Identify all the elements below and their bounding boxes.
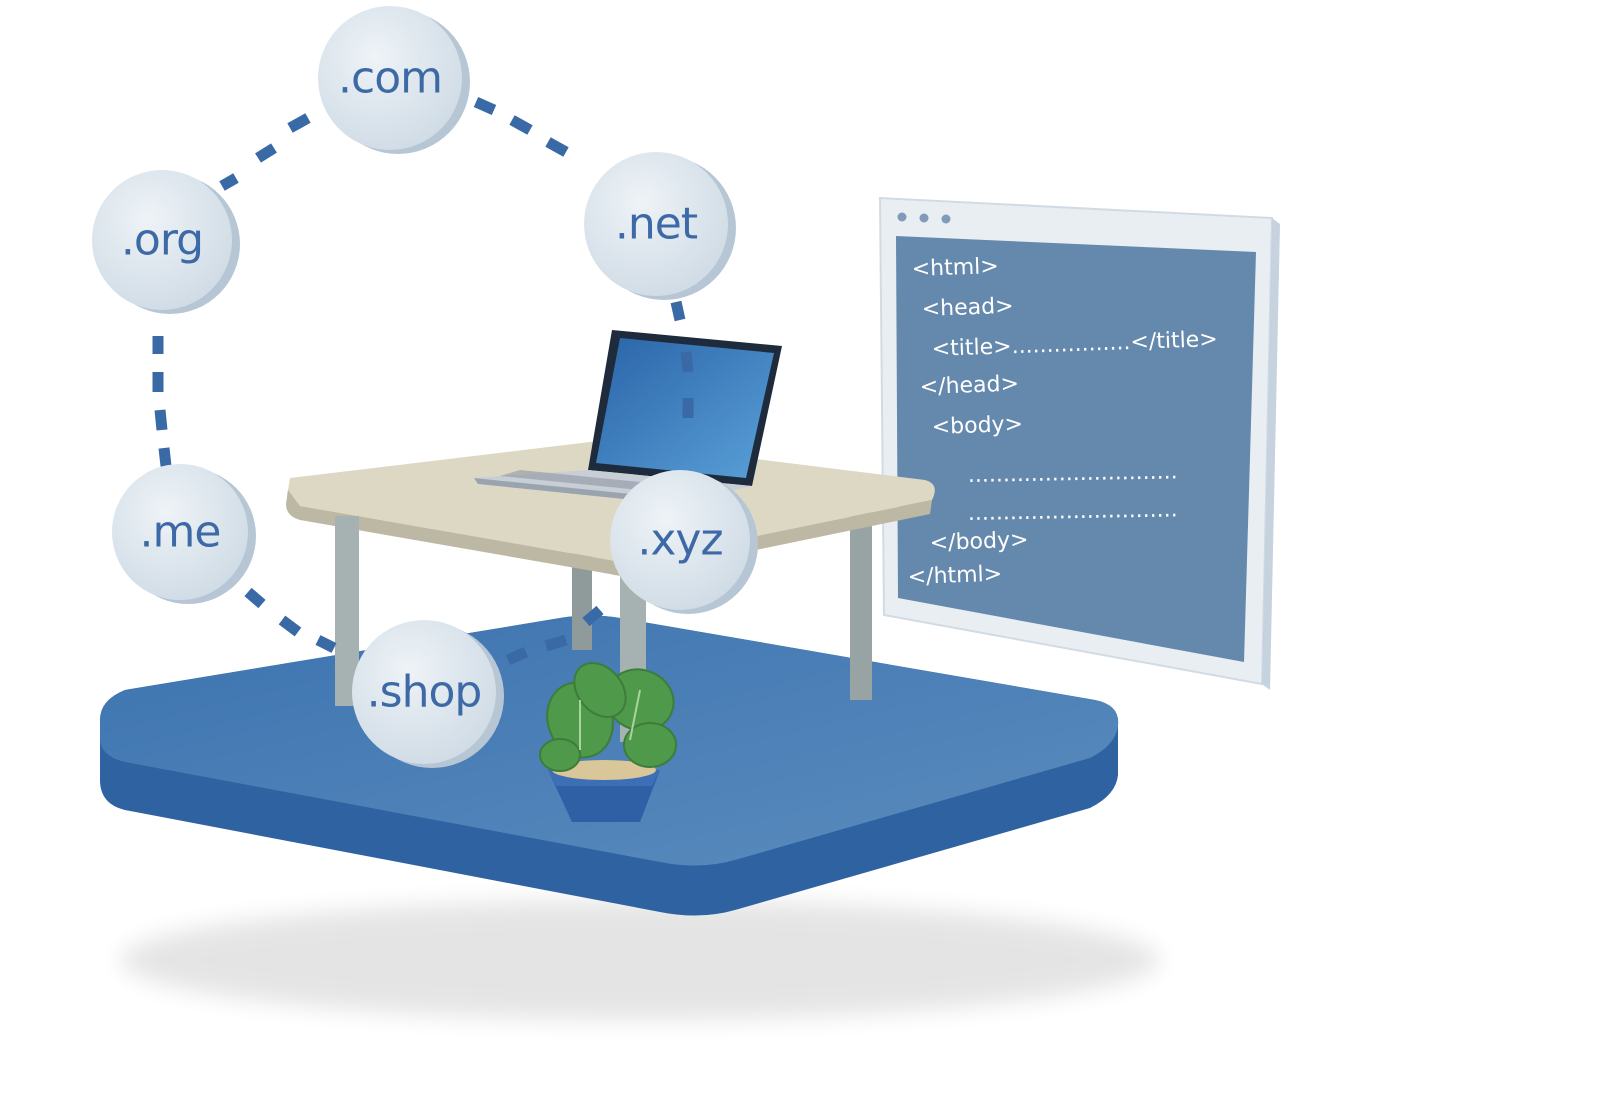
dash-segment xyxy=(244,587,266,609)
dash-segment xyxy=(670,300,686,322)
code-line: </head> xyxy=(919,372,1019,400)
code-line: </html> xyxy=(907,562,1002,590)
domain-label-com: .com xyxy=(338,53,442,104)
code-line: <body> xyxy=(931,412,1023,440)
dash-segment xyxy=(287,113,311,133)
dash-segment xyxy=(219,173,239,191)
domain-label-shop: .shop xyxy=(367,667,482,718)
laptop-icon xyxy=(474,330,782,506)
bubble-face xyxy=(112,464,248,600)
dash-segment xyxy=(505,646,529,666)
dash-segment xyxy=(509,115,533,135)
platform-shadow xyxy=(120,900,1160,1020)
table-leg xyxy=(850,500,872,700)
dash-segment xyxy=(315,635,337,653)
domain-label-me: .me xyxy=(140,507,221,558)
dash-segment xyxy=(544,634,568,652)
table-top xyxy=(287,441,935,562)
window-dots-icon xyxy=(897,212,951,224)
code-line: </body> xyxy=(929,528,1029,556)
plant-icon xyxy=(539,662,677,822)
domain-label-org: .org xyxy=(121,215,203,266)
dash-segment xyxy=(680,351,694,373)
domain-bubble-org: .org xyxy=(92,170,240,314)
code-lines: <html><head><title>.................</ti… xyxy=(907,254,1218,590)
bubble-face xyxy=(92,170,232,310)
table xyxy=(286,441,935,742)
code-line: <html> xyxy=(911,254,999,282)
code-line: .............................. xyxy=(968,459,1178,488)
code-window-edge xyxy=(1262,218,1280,690)
dashed-connector xyxy=(152,96,694,666)
dash-segment xyxy=(278,615,302,637)
code-window: <html><head><title>.................</ti… xyxy=(878,196,1280,690)
domain-label-net: .net xyxy=(615,199,698,250)
bubble-face xyxy=(352,620,496,764)
domain-bubbles: .com .net .org .me .shop .xyz xyxy=(92,6,758,768)
bubble-face xyxy=(318,6,462,150)
domain-bubble-xyz: .xyz xyxy=(610,470,758,614)
dash-segment xyxy=(582,605,604,627)
dash-segment xyxy=(158,447,172,467)
code-window-body xyxy=(896,236,1256,662)
bubble-face xyxy=(610,470,750,610)
dash-segment xyxy=(545,137,569,157)
dash-segment xyxy=(154,409,168,431)
domain-bubble-me: .me xyxy=(112,464,256,604)
domain-label-xyz: .xyz xyxy=(637,515,722,566)
domain-bubble-shop: .shop xyxy=(352,620,504,768)
dash-segment xyxy=(255,143,277,163)
code-line: <head> xyxy=(921,294,1014,322)
code-line: .............................. xyxy=(968,497,1178,526)
domain-bubble-net: .net xyxy=(584,152,736,300)
domain-bubble-com: .com xyxy=(318,6,470,154)
table-edge xyxy=(286,490,932,576)
bubble-face xyxy=(584,152,728,296)
dash-segment xyxy=(473,96,497,116)
